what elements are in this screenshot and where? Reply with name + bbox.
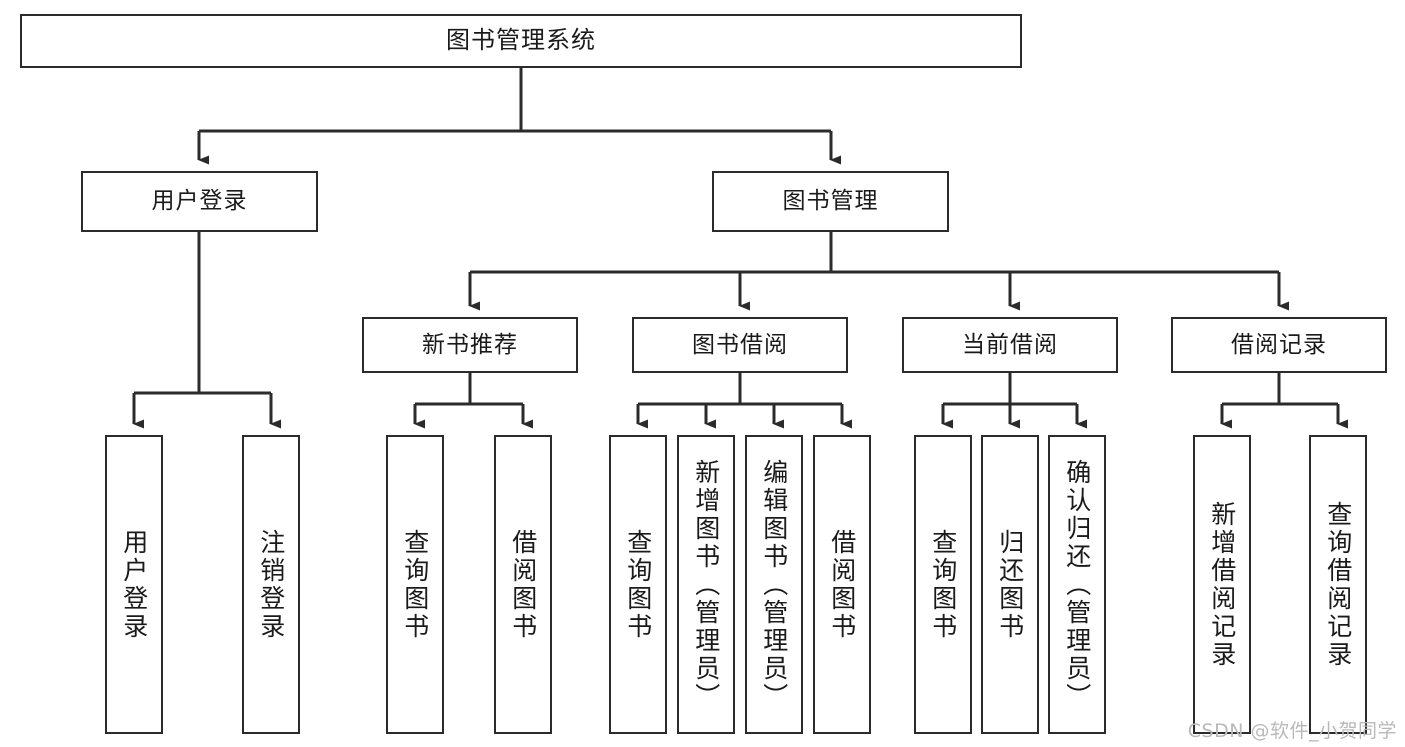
leaf-book-borrow-edit-book-admin[interactable]: 编辑图书（管理员）	[745, 435, 803, 734]
leaf-borrow-record-add-record[interactable]: 新增借阅记录	[1193, 435, 1251, 734]
leaf-book-borrow-borrow-book[interactable]: 借阅图书	[813, 435, 871, 734]
node-label: 编辑图书（管理员）	[759, 458, 789, 711]
node-label: 归还图书	[995, 528, 1025, 641]
node-label: 借阅图书	[827, 528, 857, 641]
node-book-borrow[interactable]: 图书借阅	[632, 317, 848, 373]
node-label: 注销登录	[256, 528, 286, 641]
leaf-current-borrow-confirm-return-admin[interactable]: 确认归还（管理员）	[1048, 435, 1106, 734]
node-label: 用户登录	[119, 528, 149, 641]
node-label: 查询图书	[623, 528, 653, 641]
node-label: 图书借阅	[692, 331, 788, 358]
node-label: 查询图书	[928, 528, 958, 641]
leaf-new-book-query-book[interactable]: 查询图书	[386, 435, 444, 734]
node-label: 用户登录	[151, 188, 248, 215]
node-label: 查询图书	[400, 528, 430, 641]
node-label: 新增借阅记录	[1207, 500, 1237, 669]
node-label: 当前借阅	[962, 331, 1058, 358]
leaf-borrow-record-query-record[interactable]: 查询借阅记录	[1309, 435, 1367, 734]
leaf-user-login-logout[interactable]: 注销登录	[242, 435, 300, 734]
node-new-book-recommend[interactable]: 新书推荐	[362, 317, 578, 373]
node-label: 图书管理系统	[446, 26, 596, 55]
node-label: 新增图书（管理员）	[691, 458, 721, 711]
leaf-book-borrow-add-book-admin[interactable]: 新增图书（管理员）	[677, 435, 735, 734]
node-root-book-management-system[interactable]: 图书管理系统	[20, 14, 1022, 68]
node-user-login[interactable]: 用户登录	[81, 171, 318, 232]
node-borrow-record[interactable]: 借阅记录	[1171, 317, 1387, 373]
node-label: 新书推荐	[422, 331, 518, 358]
leaf-current-borrow-query-book[interactable]: 查询图书	[914, 435, 972, 734]
leaf-new-book-borrow-book[interactable]: 借阅图书	[494, 435, 552, 734]
node-label: 借阅图书	[508, 528, 538, 641]
leaf-book-borrow-query-book[interactable]: 查询图书	[609, 435, 667, 734]
node-label: 借阅记录	[1231, 331, 1327, 358]
leaf-user-login-login[interactable]: 用户登录	[105, 435, 163, 734]
node-book-management[interactable]: 图书管理	[712, 171, 949, 232]
csdn-watermark: CSDN @软件_小贺同学	[1187, 720, 1397, 742]
leaf-current-borrow-return-book[interactable]: 归还图书	[981, 435, 1039, 734]
node-label: 图书管理	[782, 188, 879, 215]
node-label: 查询借阅记录	[1323, 500, 1353, 669]
node-current-borrow[interactable]: 当前借阅	[902, 317, 1118, 373]
node-label: 确认归还（管理员）	[1062, 458, 1092, 711]
